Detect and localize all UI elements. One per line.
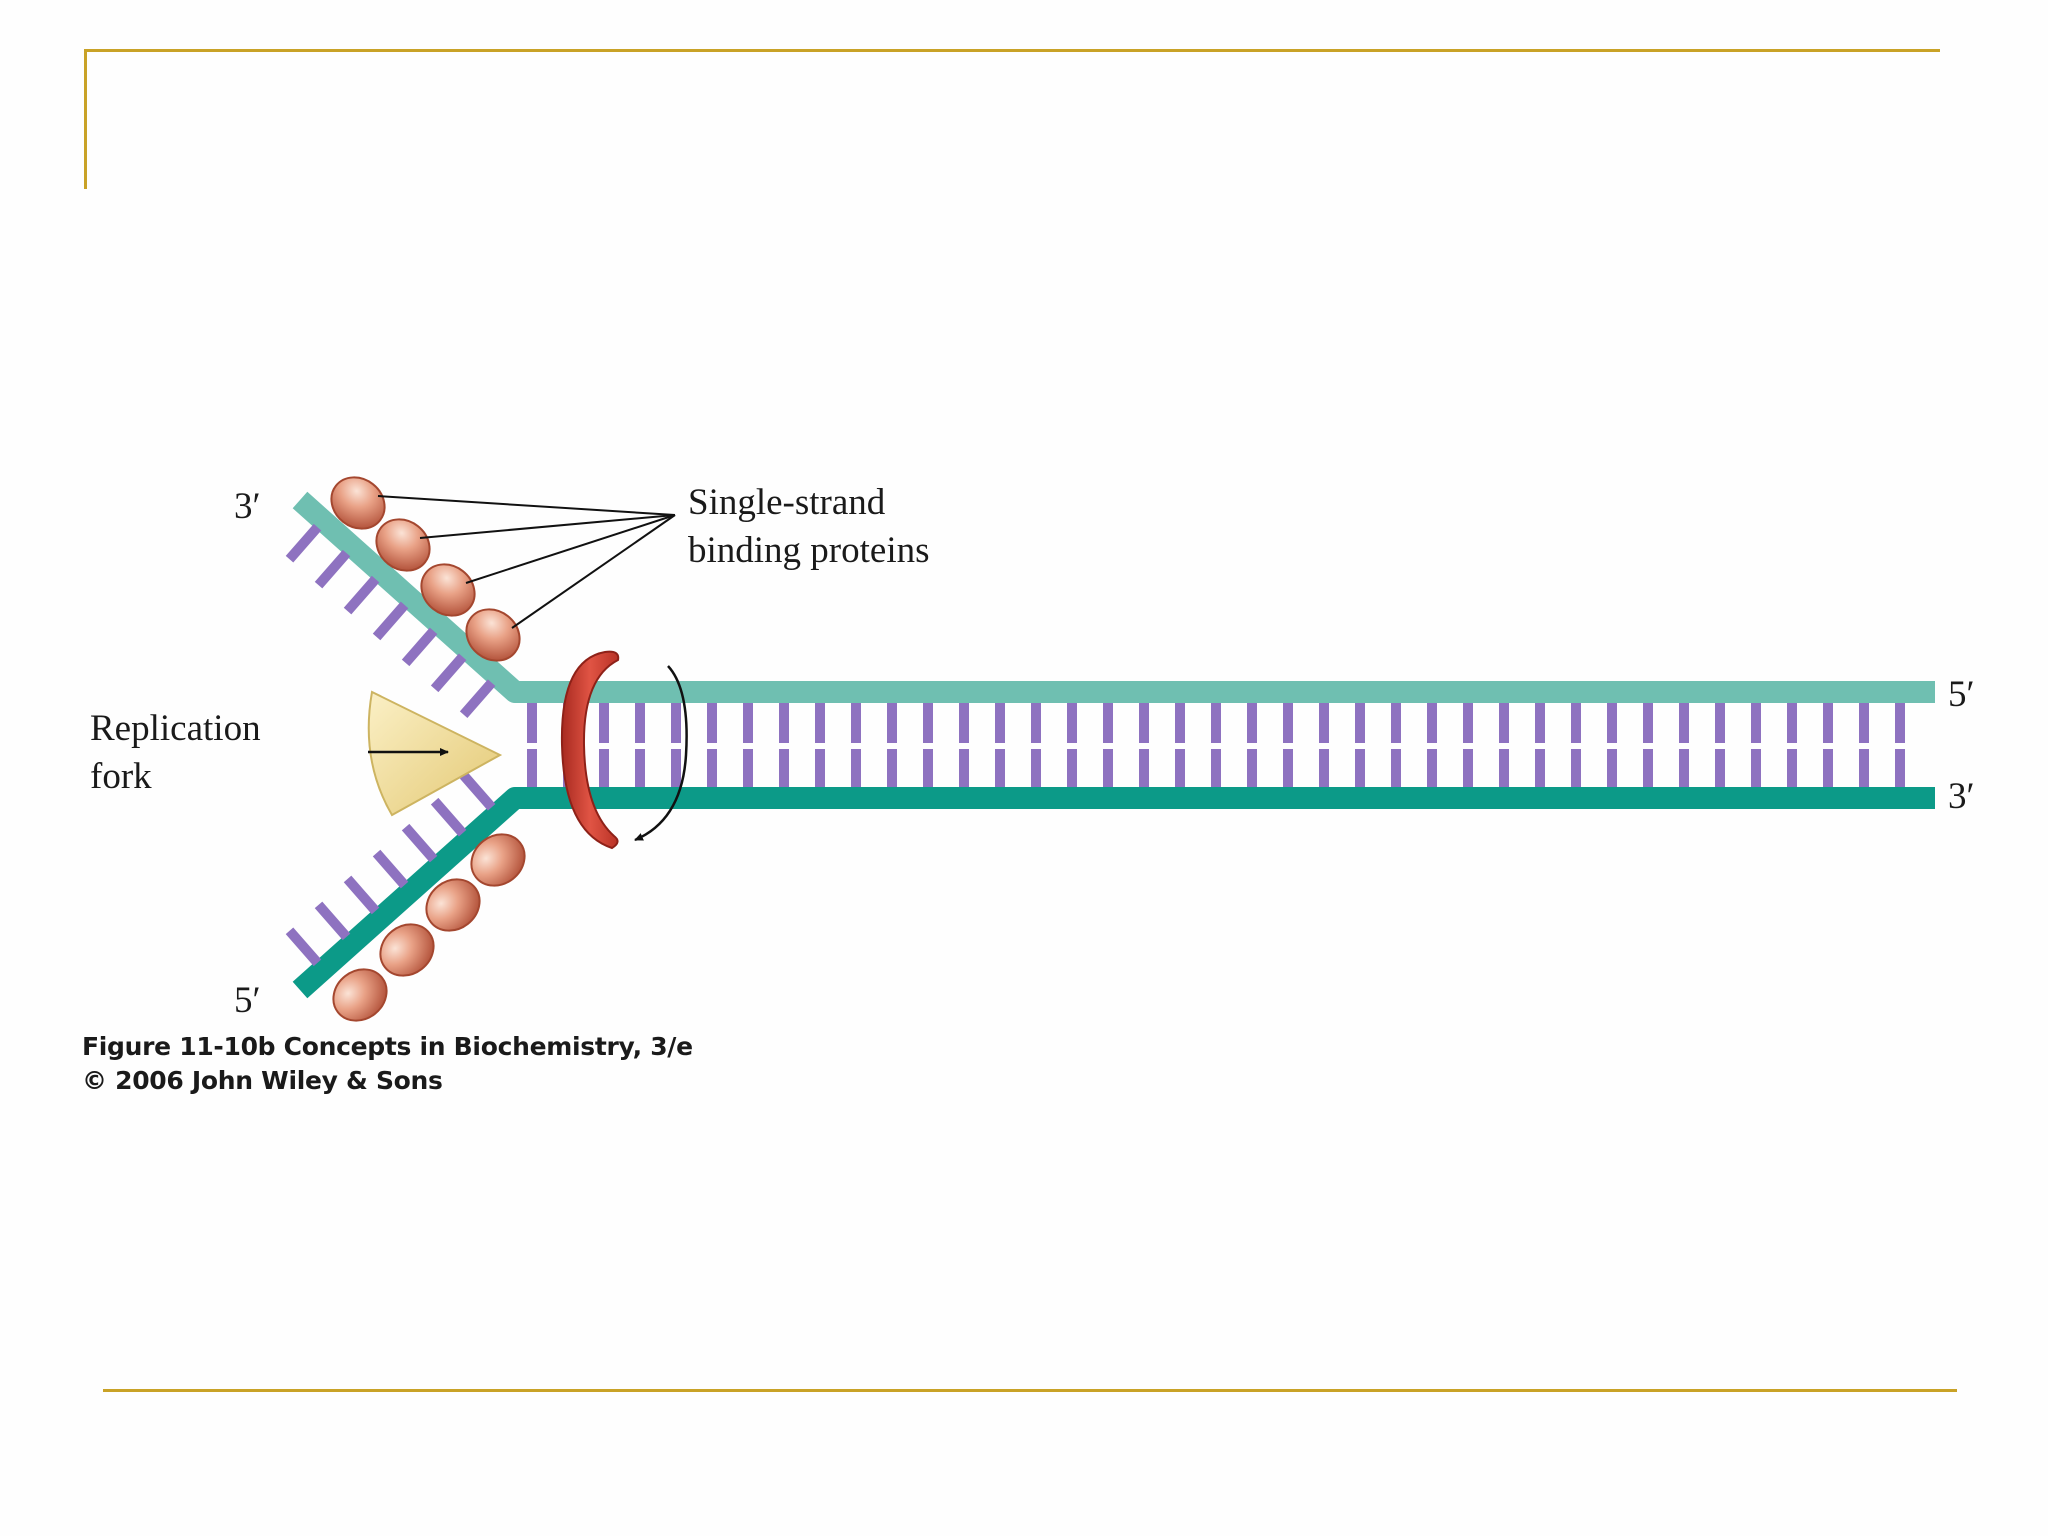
ssb-protein — [425, 878, 481, 932]
base — [430, 797, 467, 837]
base — [314, 901, 351, 941]
label-ssb-line1: Single-strand — [688, 482, 886, 523]
caption-line2: © 2006 John Wiley & Sons — [82, 1066, 443, 1095]
left-rule — [84, 49, 87, 189]
ssb-leader-lines — [377, 495, 676, 629]
base — [314, 549, 351, 589]
base — [401, 627, 438, 667]
top-rule — [84, 49, 1940, 52]
label-fork-line1: Replication — [90, 708, 261, 749]
base — [459, 771, 496, 811]
ssb-protein — [332, 968, 388, 1022]
base-pair-rungs — [527, 700, 1905, 792]
base — [343, 875, 380, 915]
caption-line1: Figure 11-10b Concepts in Biochemistry, … — [82, 1032, 693, 1061]
label-3prime-top-left: 3′ — [234, 486, 261, 527]
base — [401, 823, 438, 863]
ssb-protein — [375, 518, 431, 572]
label-5prime-bottom-left: 5′ — [234, 980, 261, 1021]
label-fork-line2: fork — [90, 756, 152, 797]
label-ssb-line2: binding proteins — [688, 530, 930, 571]
figure-caption: Figure 11-10b Concepts in Biochemistry, … — [82, 1030, 693, 1098]
ssb-protein — [330, 476, 386, 530]
label-3prime-right: 3′ — [1948, 776, 1975, 817]
bottom-strand — [292, 787, 1935, 999]
ssb-proteins-bottom — [332, 833, 526, 1022]
single-strand-bases — [285, 523, 496, 967]
base — [459, 679, 496, 719]
ssb-protein — [420, 563, 476, 617]
bottom-rule — [103, 1389, 1957, 1392]
ssb-protein — [470, 833, 526, 887]
base — [372, 849, 409, 889]
base — [285, 523, 322, 563]
helicase-rotation-arrow — [634, 665, 688, 842]
label-5prime-right: 5′ — [1948, 674, 1975, 715]
replication-fork-marker — [367, 690, 503, 817]
base — [430, 653, 467, 693]
base — [343, 575, 380, 615]
base — [285, 927, 322, 967]
ssb-protein — [465, 608, 521, 662]
ssb-protein — [379, 923, 435, 977]
top-strand — [292, 491, 1935, 703]
ssb-proteins-top — [330, 476, 521, 662]
helicase — [560, 650, 620, 850]
base — [372, 601, 409, 641]
